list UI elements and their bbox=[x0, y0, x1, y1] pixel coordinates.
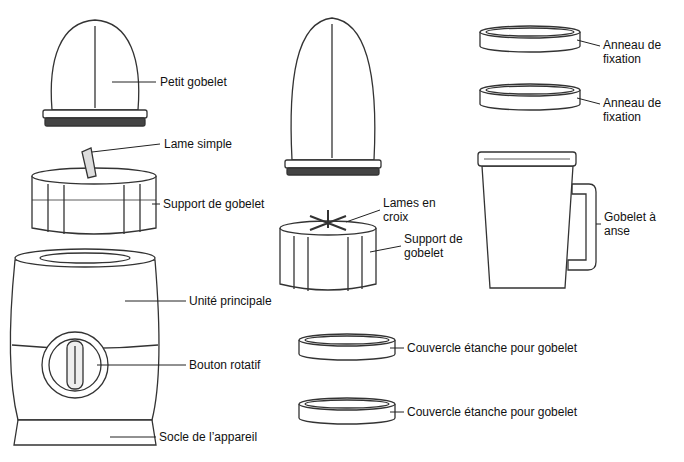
small-cup bbox=[43, 20, 147, 126]
part-label: Bouton rotatif bbox=[189, 358, 260, 372]
part-label: Lames en croix bbox=[383, 196, 445, 224]
single-blade-support bbox=[32, 148, 156, 234]
part-label: Gobelet à anse bbox=[604, 210, 666, 238]
fixing-rings bbox=[480, 26, 580, 110]
lids bbox=[299, 334, 395, 424]
part-label: Lame simple bbox=[164, 137, 232, 151]
part-label: Couvercle étanche pour gobelet bbox=[407, 405, 577, 419]
part-label: Socle de l’appareil bbox=[159, 430, 257, 444]
cross-blade-support bbox=[280, 210, 376, 291]
part-label: Support de gobelet bbox=[404, 232, 470, 260]
part-label: Support de gobelet bbox=[163, 197, 264, 211]
tall-cup bbox=[285, 18, 381, 175]
part-label: Couvercle étanche pour gobelet bbox=[407, 341, 577, 355]
main-unit bbox=[10, 249, 159, 445]
part-label: Unité principale bbox=[189, 294, 272, 308]
part-label: Anneau de fixation bbox=[603, 38, 675, 66]
part-label: Anneau de fixation bbox=[603, 96, 675, 124]
leader-lines bbox=[92, 40, 601, 437]
handle-cup bbox=[478, 152, 596, 288]
part-label: Petit gobelet bbox=[160, 75, 227, 89]
